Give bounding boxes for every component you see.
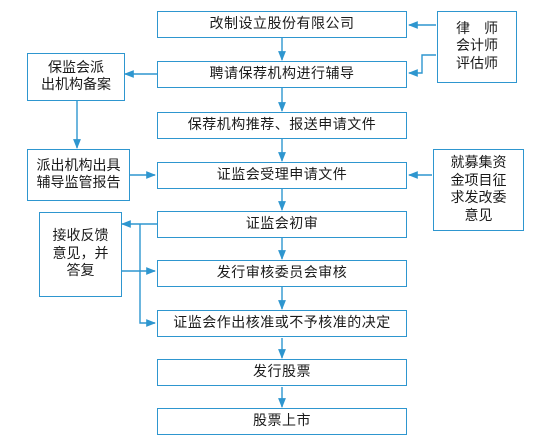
- csrc-report-box: 派出机构出具 辅导监管报告: [27, 149, 130, 201]
- step-submit-application: 保荐机构推荐、报送申请文件: [157, 112, 407, 139]
- feedback-box: 接收反馈 意见，并 答复: [39, 212, 122, 297]
- step-approval-decision: 证监会作出核准或不予核准的决定: [157, 310, 407, 337]
- step-listing: 股票上市: [157, 408, 407, 435]
- step-accept-application: 证监会受理申请文件: [157, 162, 407, 189]
- step-committee-review: 发行审核委员会审核: [157, 260, 407, 287]
- step-issue-stock: 发行股票: [157, 359, 407, 386]
- ndrc-opinion-box: 就募集资 金项目征 求发改委 意见: [433, 149, 524, 231]
- step-hire-sponsor: 聘请保荐机构进行辅导: [157, 61, 407, 88]
- arrow-professionals-step2: [408, 54, 436, 77]
- csrc-filing-box: 保监会派 出机构备案: [27, 53, 125, 101]
- step-initial-review: 证监会初审: [157, 211, 407, 238]
- professionals-box: 律 师 会计师 评估师: [437, 11, 517, 83]
- arrow-bus-step7: [139, 224, 156, 327]
- step-incorporate: 改制设立股份有限公司: [157, 11, 407, 38]
